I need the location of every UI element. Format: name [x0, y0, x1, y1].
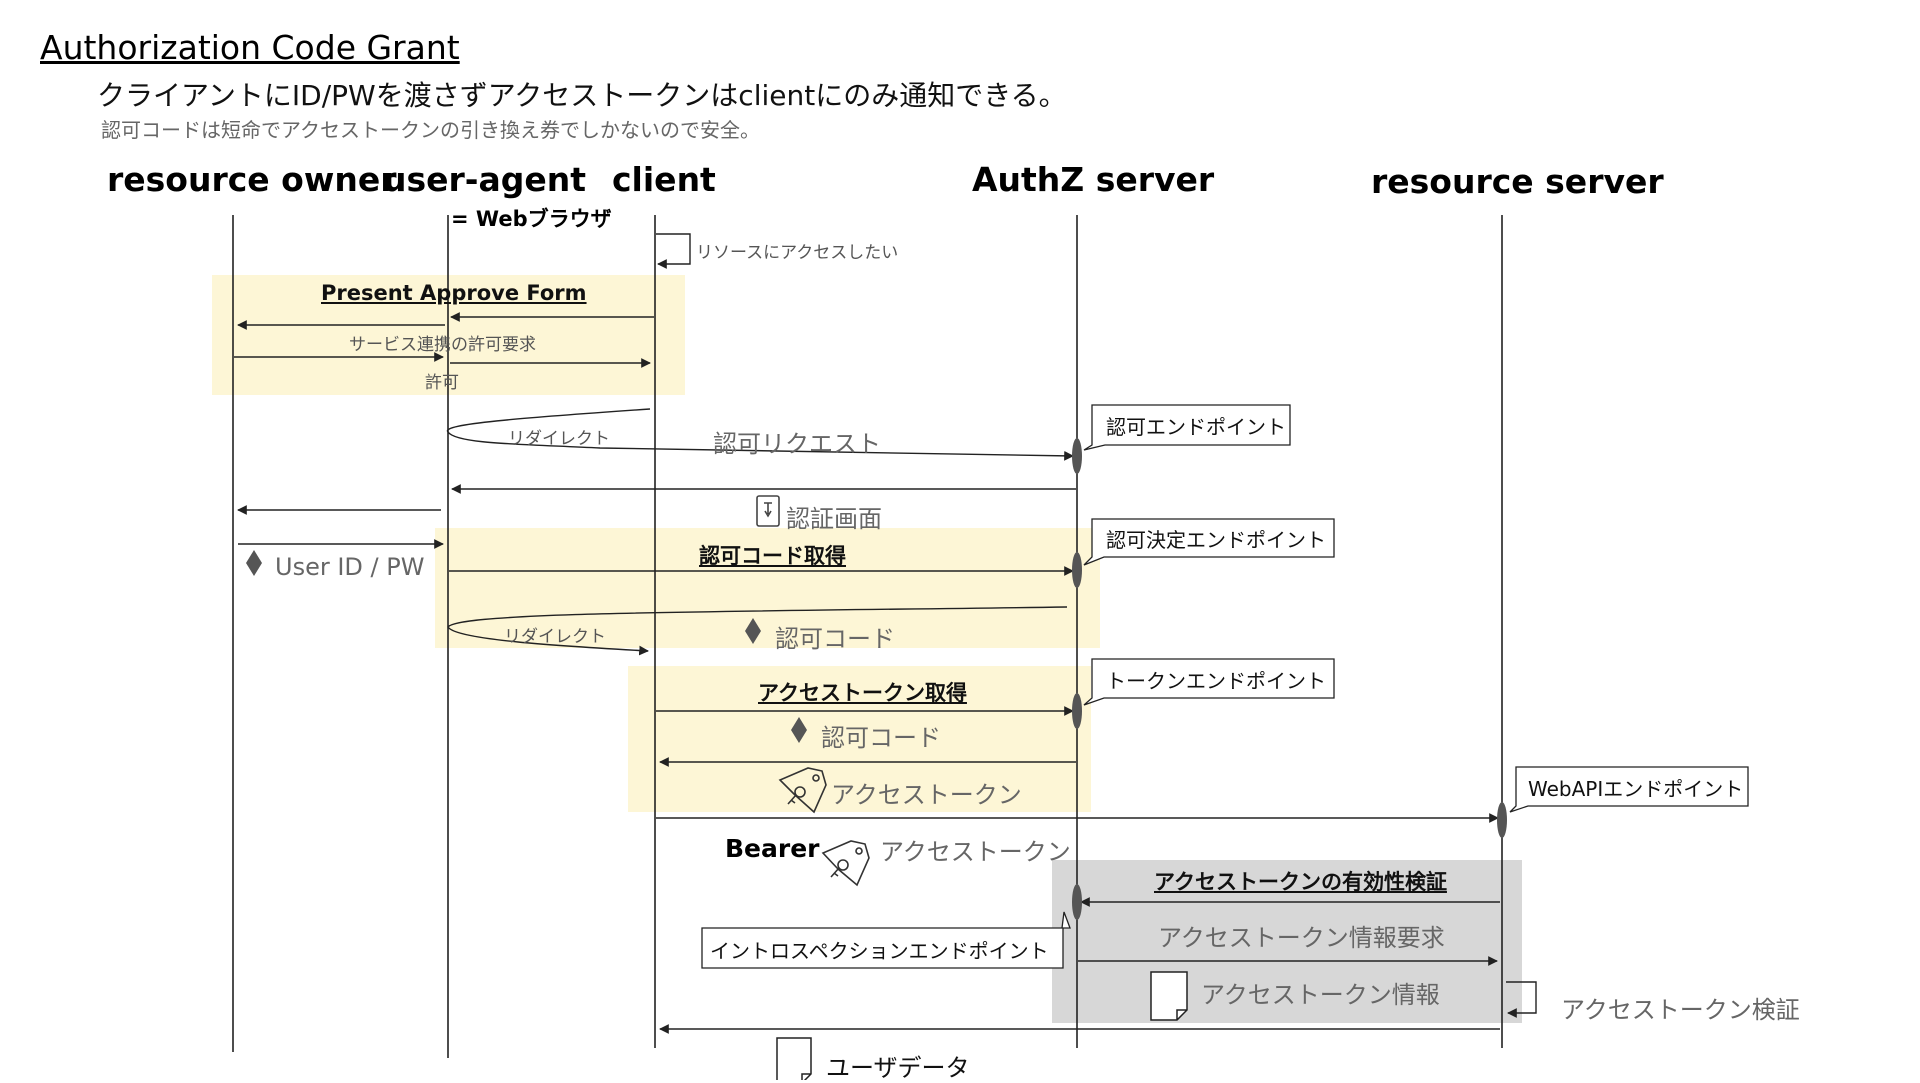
get-access-token-box — [628, 666, 1091, 812]
callout-label-authz-endpoint: 認可エンドポイント — [1106, 415, 1286, 439]
msg-bearer: Bearer — [725, 834, 820, 863]
diamond-icon-credentials — [246, 550, 262, 576]
self-message-rs-verify — [1506, 981, 1537, 1018]
actor-resource-owner: resource owner — [107, 160, 397, 199]
document-icon-user-data — [776, 1037, 812, 1080]
msg-authz-code-1: 認可コード — [775, 625, 895, 653]
msg-service-link-request: サービス連携の許可要求 — [349, 335, 536, 355]
msg-token-verify: アクセストークン検証 — [1561, 996, 1800, 1024]
activation-authz-endpoint — [1072, 438, 1082, 474]
document-icon-token-info — [1150, 971, 1188, 1021]
section-get-authz-code: 認可コード取得 — [699, 544, 846, 568]
msg-authz-request: 認可リクエスト — [713, 430, 881, 458]
callout-label-introspection: イントロスペクションエンドポイント — [710, 939, 1049, 963]
callout-label-token-endpoint: トークンエンドポイント — [1106, 669, 1326, 693]
key-icon-access-token-1 — [778, 767, 827, 814]
page-title: Authorization Code Grant — [40, 28, 460, 67]
msg-redirect-2: リダイレクト — [504, 627, 606, 647]
validate-token-box — [1052, 860, 1522, 1023]
self-message-client — [656, 233, 691, 269]
callout-token-endpoint — [1083, 658, 1335, 706]
msg-user-id-pw: User ID / PW — [275, 553, 425, 581]
msg-redirect-1: リダイレクト — [508, 429, 610, 449]
actor-user-agent: user-agent — [383, 160, 587, 199]
arrow-redirect-authz-request — [446, 408, 1074, 461]
activation-introspection — [1072, 884, 1082, 920]
diamond-icon-authz-code-2 — [791, 717, 807, 743]
msg-auth-screen: 認証画面 — [786, 505, 882, 533]
msg-token-info: アクセストークン情報 — [1201, 981, 1440, 1009]
activation-authz-decision — [1072, 552, 1082, 588]
msg-token-info-request: アクセストークン情報要求 — [1158, 924, 1445, 952]
msg-user-data: ユーザデータ — [826, 1054, 970, 1082]
callout-authz-endpoint — [1083, 404, 1291, 451]
arrow-redirect-authz-code — [447, 606, 1068, 656]
msg-authz-code-2: 認可コード — [821, 724, 941, 752]
actor-client: client — [612, 160, 716, 199]
auth-screen-icon — [756, 495, 780, 527]
msg-want-access: リソースにアクセスしたい — [696, 243, 899, 263]
callout-authz-decision — [1083, 518, 1335, 566]
get-authz-code-box — [435, 528, 1100, 648]
key-icon-access-token-2 — [821, 840, 870, 887]
subnote: 認可コードは短命でアクセストークンの引き換え券でしかないので安全。 — [101, 118, 760, 142]
subtitle: クライアントにID/PWを渡さずアクセストークンはclientにのみ通知できる。 — [97, 79, 1067, 112]
msg-access-token-2: アクセストークン — [880, 838, 1071, 866]
actor-resource-server: resource server — [1371, 162, 1664, 201]
diamond-icon-authz-code-1 — [745, 618, 761, 644]
actor-authz-server: AuthZ server — [972, 160, 1215, 199]
section-validate-token: アクセストークンの有効性検証 — [1154, 870, 1447, 894]
actor-user-agent-note: = Webブラウザ — [451, 207, 612, 231]
section-get-access-token: アクセストークン取得 — [758, 681, 967, 705]
activation-token-endpoint — [1072, 693, 1082, 729]
msg-permit: 許可 — [425, 373, 459, 393]
section-present-approve-form: Present Approve Form — [321, 281, 587, 305]
callout-label-webapi-endpoint: WebAPIエンドポイント — [1528, 777, 1744, 801]
callout-webapi-endpoint — [1509, 766, 1749, 813]
callout-introspection — [701, 911, 1071, 969]
callout-label-authz-decision: 認可決定エンドポイント — [1106, 528, 1326, 552]
msg-access-token-1: アクセストークン — [831, 781, 1022, 809]
activation-webapi-endpoint — [1497, 802, 1507, 838]
